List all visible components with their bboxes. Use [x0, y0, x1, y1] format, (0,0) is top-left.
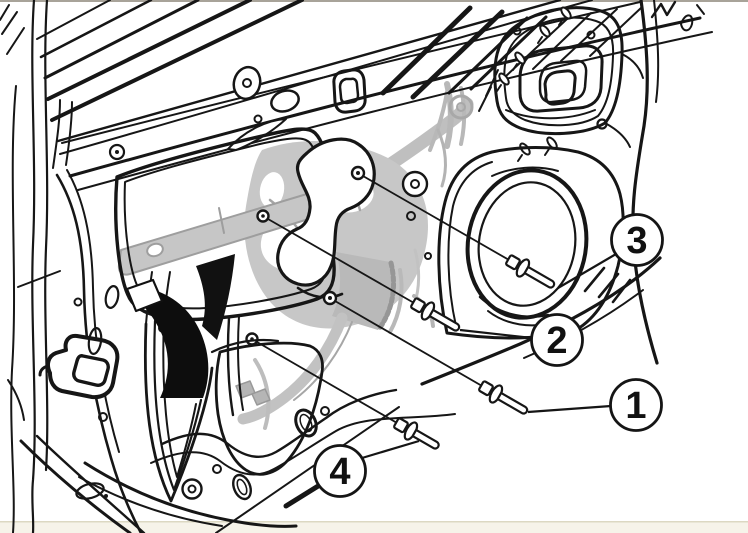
bottom-strip-border — [0, 521, 748, 523]
grommet-hole — [232, 65, 262, 101]
door-panel-line-art — [0, 0, 713, 533]
bolt-fastener-3 — [505, 254, 556, 289]
direction-arrow-icon — [125, 278, 209, 398]
callout-2-label: 2 — [546, 320, 567, 362]
clip-square-hole — [332, 68, 367, 114]
bolt-fastener-1 — [478, 380, 529, 415]
panel-lower-opening — [214, 315, 324, 476]
callouts: 1 2 3 4 — [313, 213, 664, 498]
oval-hole — [270, 89, 300, 113]
callout-4: 4 — [313, 444, 367, 498]
door-latch — [38, 333, 120, 400]
fastener-lines — [256, 175, 517, 428]
bolt-fastener-4 — [393, 417, 440, 450]
inner-door-handle-cup — [478, 6, 644, 148]
callout-3-label: 3 — [626, 220, 647, 262]
bolts — [393, 254, 556, 450]
callout-2: 2 — [530, 313, 584, 367]
callout-3: 3 — [610, 213, 664, 267]
callout-4-label: 4 — [329, 451, 350, 493]
channel-wedge — [196, 254, 235, 340]
callout-leader-lines — [361, 253, 617, 460]
regulator-mount-bracket — [276, 137, 376, 299]
callout-1: 1 — [609, 378, 663, 432]
callout-1-label: 1 — [625, 385, 646, 427]
top-border-line — [0, 0, 748, 2]
bolt-fastener-2 — [410, 297, 461, 332]
bottom-strip — [0, 522, 748, 533]
